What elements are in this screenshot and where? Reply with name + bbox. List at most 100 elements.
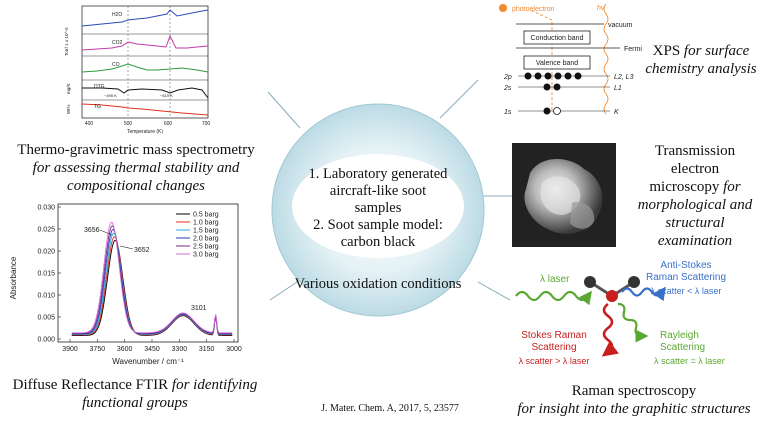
xps-level-right: L1: [614, 85, 622, 92]
ftir-caption-main: Diffuse Reflectance FTIR: [12, 377, 169, 393]
rayleigh-label: Rayleigh: [660, 330, 699, 341]
xps-level-right: L2, L3: [614, 74, 634, 81]
molecule-atom: [584, 276, 596, 288]
hole-dot-1s: [553, 107, 561, 115]
tem-caption-italic: for: [723, 179, 741, 195]
ftir-legend-label: 2.5 barg: [193, 244, 219, 251]
dtg-curve: [82, 87, 209, 99]
photoelectron-dot: [499, 4, 507, 12]
tg-caption-italic: for assessing thermal stability and: [32, 160, 240, 176]
tem-caption-line: Transmission: [654, 143, 736, 159]
ftir-ytick: 0.010: [37, 293, 55, 300]
tg-panel-label: CO2: [112, 40, 123, 46]
anti-stokes-label: Raman Scattering: [646, 272, 726, 283]
raman-caption-main: Raman spectroscopy: [571, 383, 697, 399]
ftir-xtick: 3300: [172, 346, 188, 353]
tg-panel-label: TG: [94, 104, 101, 110]
ftir-caption-italic: for identifying: [171, 377, 258, 393]
tg-caption-main: Thermo-gravimetric mass spectrometry: [17, 142, 255, 158]
ftir-legend-label: 2.0 barg: [193, 236, 219, 243]
ftir-peak-label: 3652: [134, 247, 150, 254]
conduction-band: Conduction band: [531, 35, 584, 42]
xps-diagram: photoelectron hν vacuum Conduction band …: [499, 3, 642, 116]
tg-xtick: 600: [164, 121, 173, 127]
center-line: aircraft-like soot: [329, 183, 427, 199]
connector-xps: [439, 79, 479, 119]
hub-inner-ellipse: [292, 154, 464, 258]
ftir-xtick: 3750: [90, 346, 106, 353]
tem-image: [512, 143, 616, 247]
ftir-caption: Diffuse Reflectance FTIR for identifying…: [0, 376, 270, 412]
stokes-relation: λ scatter > λ laser: [519, 356, 590, 366]
connector-raman: [477, 281, 511, 301]
ftir-series-line: [71, 228, 233, 335]
laser-label: λ laser: [540, 274, 570, 285]
xps-caption-italic: chemistry analysis: [645, 61, 757, 77]
hv-label: hν: [597, 5, 605, 12]
connector-ftir: [269, 279, 301, 301]
molecule-center-atom: [606, 290, 618, 302]
raman-caption-italic: for insight into the graphitic structure…: [517, 401, 751, 417]
fermi-label: Fermi: [624, 46, 642, 53]
tem-caption: Transmission electron microscopy for mor…: [630, 142, 760, 250]
electron-path: [529, 9, 553, 110]
ftir-peak-label: 3101: [191, 305, 207, 312]
ftir-ytick: 0.020: [37, 249, 55, 256]
xps-caption: XPS for surface chemistry analysis: [636, 42, 766, 78]
ftir-series-line: [71, 240, 233, 336]
molecule-atom: [628, 276, 640, 288]
connector-tg: [267, 91, 301, 129]
xps-level: 1s: [504, 109, 512, 116]
electron-dots-2p: [524, 72, 582, 80]
h2o-curve: [81, 9, 209, 27]
tg-caption: Thermo-gravimetric mass spectrometry for…: [0, 141, 272, 195]
valence-band: Valence band: [536, 60, 578, 67]
center-line: samples: [354, 200, 402, 216]
electron-dot-1s: [543, 107, 551, 115]
ftir-xtick: 3600: [117, 346, 133, 353]
tem-caption-italic: examination: [657, 233, 733, 249]
ftir-xtick: 3000: [226, 346, 242, 353]
xps-caption-italic: for surface: [683, 43, 750, 59]
ftir-ytitle: Absorbance: [9, 256, 18, 299]
tg-panel-label: CO: [112, 62, 120, 68]
tg-annot: ~615 K: [160, 93, 173, 98]
stokes-label: Scattering: [531, 342, 576, 353]
ftir-peak-label: 3656: [84, 227, 100, 234]
anti-stokes-label: Anti-Stokes: [660, 260, 711, 271]
tg-caption-italic: compositional changes: [67, 178, 205, 194]
tg-xtick: 500: [124, 121, 133, 127]
photoelectron-label: photoelectron: [512, 6, 555, 13]
co-curve: [81, 63, 209, 73]
stokes-label: Stokes Raman: [521, 330, 587, 341]
electron-dots-2s: [543, 83, 561, 91]
tg-panel-label: H2O: [112, 12, 122, 18]
ftir-ytick: 0.030: [37, 205, 55, 212]
tg-ylabel: Wt%: [66, 105, 71, 115]
tg-xtick: 400: [85, 121, 94, 127]
ftir-legend-label: 1.0 barg: [193, 220, 219, 227]
tg-xtitle: Temperature (K): [127, 129, 163, 135]
center-line: 1. Laboratory generated: [308, 166, 448, 182]
ftir-series-line: [71, 225, 233, 334]
xps-level-right: K: [614, 109, 619, 116]
ftir-xtick: 3450: [144, 346, 160, 353]
ftir-series-line: [71, 232, 233, 335]
rayleigh-wave: [617, 302, 649, 343]
tg-ylabel: mg/K: [66, 83, 71, 94]
tg-curve: [81, 103, 209, 116]
xps-level: 2s: [503, 85, 512, 92]
xps-caption-main: XPS: [652, 43, 681, 59]
tg-chart: H2O CO2 CO DTG TG ~495 K ~615 K Torr/ 1 …: [64, 5, 210, 135]
ftir-ytick: 0.015: [37, 271, 55, 278]
tem-caption-line: electron: [670, 161, 720, 177]
tg-panel-label: DTG: [94, 84, 105, 90]
vacuum-label: vacuum: [608, 22, 633, 29]
rayleigh-label: Scattering: [660, 342, 705, 353]
ftir-series-line: [71, 221, 233, 334]
stokes-wave: [601, 302, 619, 357]
xps-level: 2p: [503, 74, 512, 81]
tg-ylabel: Torr/ 1 x 10^-5: [64, 27, 69, 56]
ftir-legend-label: 1.5 barg: [193, 228, 219, 235]
